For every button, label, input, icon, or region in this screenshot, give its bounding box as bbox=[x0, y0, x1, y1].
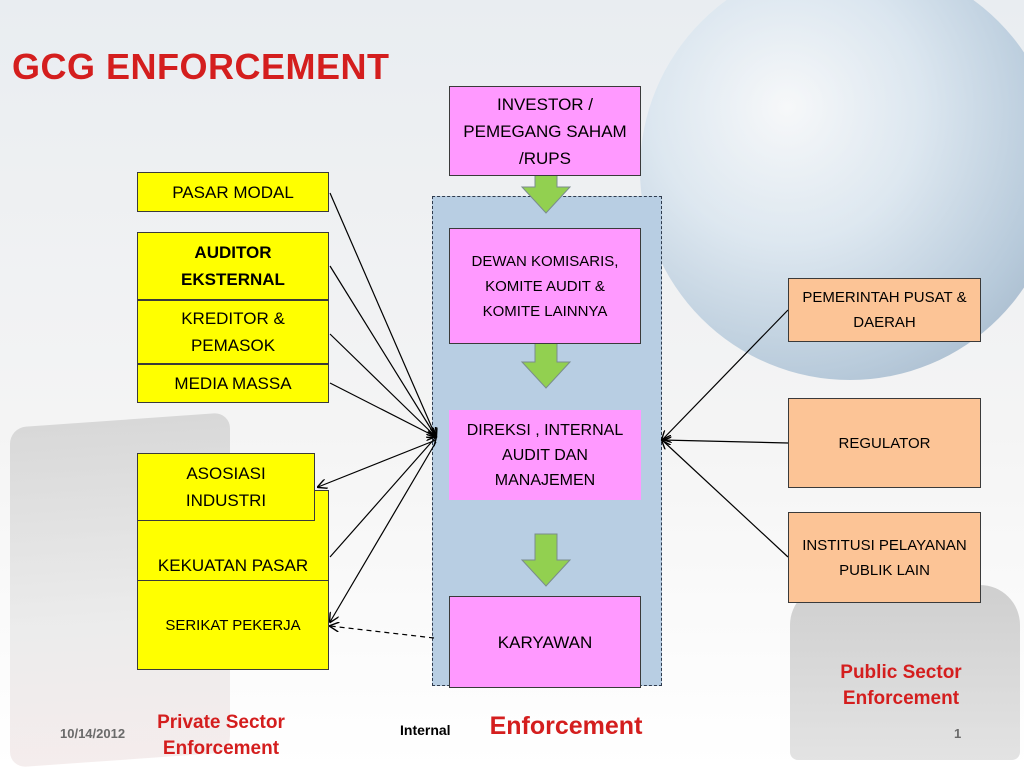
footer-date: 10/14/2012 bbox=[60, 726, 126, 741]
arrow-regulator bbox=[662, 440, 789, 443]
public-sector-caption: Public Sector Enforcement bbox=[840, 662, 962, 709]
footer-internal: Internal bbox=[400, 722, 451, 738]
dewan-komisaris-box: DEWAN KOMISARIS, KOMITE AUDIT & KOMITE L… bbox=[449, 228, 641, 344]
pemerintah-box: PEMERINTAH PUSAT & DAERAH bbox=[788, 278, 981, 342]
regulator-box: REGULATOR bbox=[788, 398, 981, 488]
slide-title: GCG ENFORCEMENT bbox=[12, 46, 390, 87]
media-massa-box: MEDIA MASSA bbox=[137, 364, 329, 403]
arrow-pasar-modal bbox=[329, 192, 436, 437]
arrow-kreditor bbox=[329, 333, 436, 437]
investor-box: INVESTOR / PEMEGANG SAHAM /RUPS bbox=[449, 86, 641, 176]
people-silhouettes-background bbox=[790, 585, 1020, 760]
asosiasi-industri-box: ASOSIASI INDUSTRI bbox=[137, 453, 315, 521]
arrow-pemerintah bbox=[662, 309, 789, 440]
institusi-box: INSTITUSI PELAYANAN PUBLIK LAIN bbox=[788, 512, 981, 603]
arrow-to-serikat bbox=[330, 441, 437, 622]
karyawan-box: KARYAWAN bbox=[449, 596, 641, 688]
arrow-media bbox=[329, 382, 436, 437]
arrow-auditor bbox=[329, 265, 436, 437]
auditor-eksternal-box: AUDITOR EKSTERNAL bbox=[137, 232, 329, 300]
enforcement-caption: Enforcement bbox=[489, 712, 643, 740]
direksi-box: DIREKSI , INTERNAL AUDIT DAN MANAJEMEN bbox=[449, 410, 641, 500]
arrow-institusi bbox=[662, 440, 789, 558]
private-sector-caption: Private Sector Enforcement bbox=[157, 712, 285, 759]
arrow-to-asosiasi bbox=[318, 439, 437, 487]
pasar-modal-box: PASAR MODAL bbox=[137, 172, 329, 212]
serikat-pekerja-box: SERIKAT PEKERJA bbox=[137, 580, 329, 670]
down-arrow-3 bbox=[520, 533, 572, 587]
arrow-kekuatan bbox=[329, 437, 436, 558]
dashed-arrow-serikat bbox=[330, 626, 435, 639]
footer-page-number: 1 bbox=[954, 726, 962, 741]
kreditor-box: KREDITOR & PEMASOK bbox=[137, 300, 329, 364]
